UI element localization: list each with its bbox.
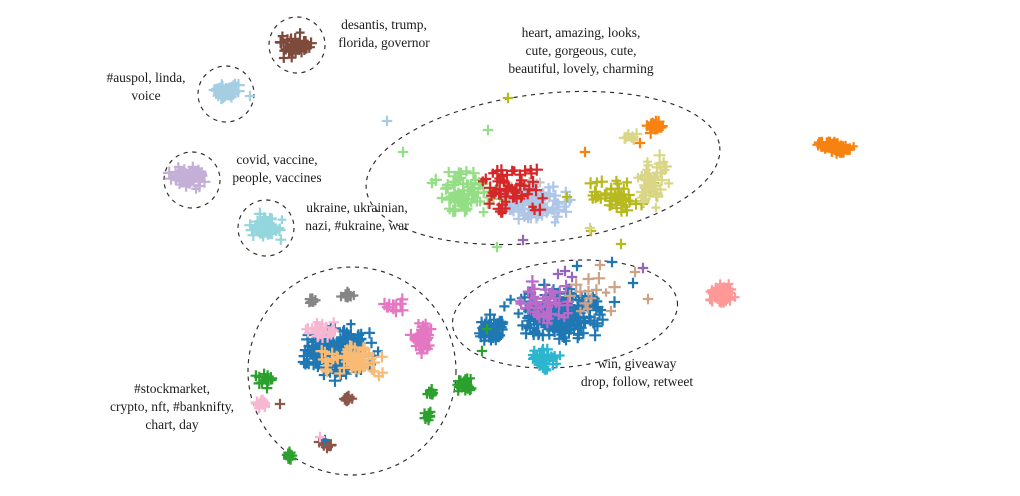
stray-points [579, 137, 646, 158]
cluster-points-desantis [274, 28, 317, 63]
cluster-points-win-teal [527, 343, 565, 375]
stray-points [319, 256, 639, 446]
cluster-points-sm-lightpink [301, 317, 339, 344]
stray-points [464, 323, 493, 396]
cluster-points-sm-green-d [281, 446, 298, 465]
annotation-ellipse [365, 90, 721, 246]
cluster-points-win-blue-left [474, 308, 509, 346]
annotation-circle [197, 65, 255, 123]
annotation-circle [247, 266, 457, 476]
cluster-points-sm-gray-b [304, 293, 321, 308]
stray-points [594, 259, 654, 305]
cluster-points-heart-orange [641, 115, 668, 139]
cluster-points-covid [162, 161, 211, 194]
cluster-points-sm-orchid-top [378, 293, 409, 318]
cluster-points-sm-gray-a [336, 286, 359, 303]
cluster-points-auspol [208, 78, 245, 105]
cluster-points-green-below-win [452, 373, 477, 396]
cluster-points-sm-pink-left [250, 394, 271, 414]
cluster-points-sm-orchid-main [404, 318, 437, 359]
cluster-points-heart-khaki [633, 149, 674, 213]
cluster-points-sm-brown-a [339, 390, 358, 407]
stray-points [244, 90, 393, 127]
cluster-points-heart-khaki-upper [618, 128, 643, 145]
cluster-points-sm-green-a [250, 368, 278, 394]
cluster-points-salmon-right [705, 279, 740, 308]
cluster-points-sm-green-b [422, 384, 438, 400]
cluster-points-sm-sandy [315, 340, 388, 382]
cluster-points-orange-right [812, 136, 858, 159]
annotation-circle [237, 199, 295, 257]
cluster-points-sm-green-c [419, 406, 436, 426]
stray-points [274, 398, 286, 410]
annotation-ellipse [451, 259, 679, 369]
cluster-points-heart-red [477, 163, 548, 218]
annotation-circle [163, 151, 221, 209]
stray-points [584, 222, 596, 234]
cluster-points-win-tan [563, 272, 621, 317]
cluster-points-win-orchid [515, 275, 575, 329]
cluster-points-heart-olive [584, 175, 663, 217]
stray-points [397, 124, 503, 253]
stray-points [517, 234, 649, 283]
annotation-circle [268, 16, 326, 74]
cluster-points-ukraine [244, 207, 287, 246]
stray-points [314, 431, 326, 443]
